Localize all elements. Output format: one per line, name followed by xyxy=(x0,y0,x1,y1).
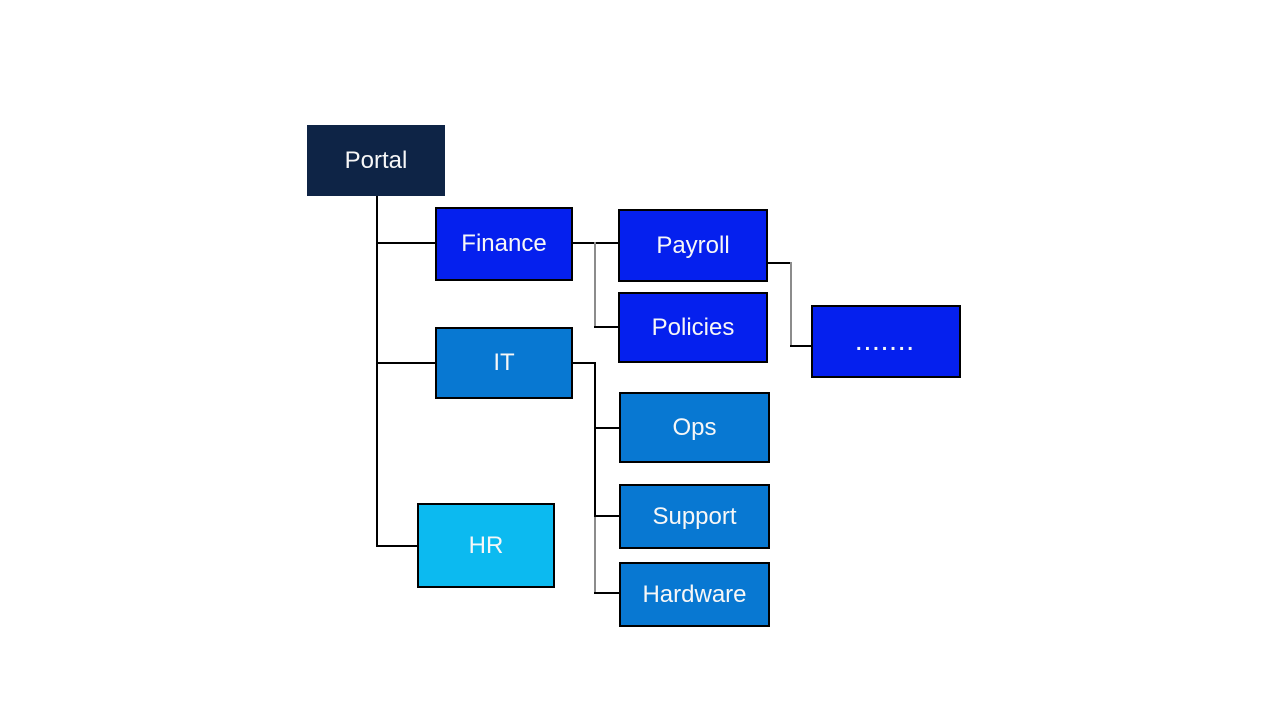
connector-portal-finance xyxy=(376,242,435,244)
node-support-label: Support xyxy=(652,502,737,530)
node-it-label: IT xyxy=(493,349,515,376)
connector-payroll-trunk xyxy=(790,262,792,347)
connector-it-trunk-lower xyxy=(594,516,596,594)
connector-payroll-more xyxy=(790,345,811,347)
connector-payroll-out xyxy=(768,262,792,264)
connector-portal-hr xyxy=(376,545,417,547)
node-hr: HR xyxy=(417,503,555,588)
node-finance-label: Finance xyxy=(461,230,547,257)
node-ops-label: Ops xyxy=(672,413,717,441)
connector-portal-it xyxy=(376,362,435,364)
node-hardware: Hardware xyxy=(619,562,770,627)
node-portal: Portal xyxy=(307,125,445,196)
node-hr-label: HR xyxy=(468,531,504,559)
node-hardware-label: Hardware xyxy=(642,580,747,608)
node-ops: Ops xyxy=(619,392,770,463)
node-it: IT xyxy=(435,327,573,399)
node-continuation: ....... xyxy=(811,305,961,378)
connector-it-ops xyxy=(594,427,619,429)
node-policies: Policies xyxy=(618,292,768,363)
connector-portal-trunk xyxy=(376,196,378,547)
connector-it-hardware xyxy=(594,592,619,594)
connector-finance-policies xyxy=(594,326,618,328)
node-support: Support xyxy=(619,484,770,549)
node-payroll: Payroll xyxy=(618,209,768,282)
node-continuation-label: ....... xyxy=(856,333,916,355)
node-payroll-label: Payroll xyxy=(656,231,730,259)
connector-it-support xyxy=(594,515,619,517)
connector-it-trunk-upper xyxy=(594,362,596,516)
connector-it-out xyxy=(573,362,596,364)
connector-finance-trunk xyxy=(594,242,596,328)
node-finance: Finance xyxy=(435,207,573,281)
node-policies-label: Policies xyxy=(651,313,735,341)
node-portal-label: Portal xyxy=(344,146,408,174)
